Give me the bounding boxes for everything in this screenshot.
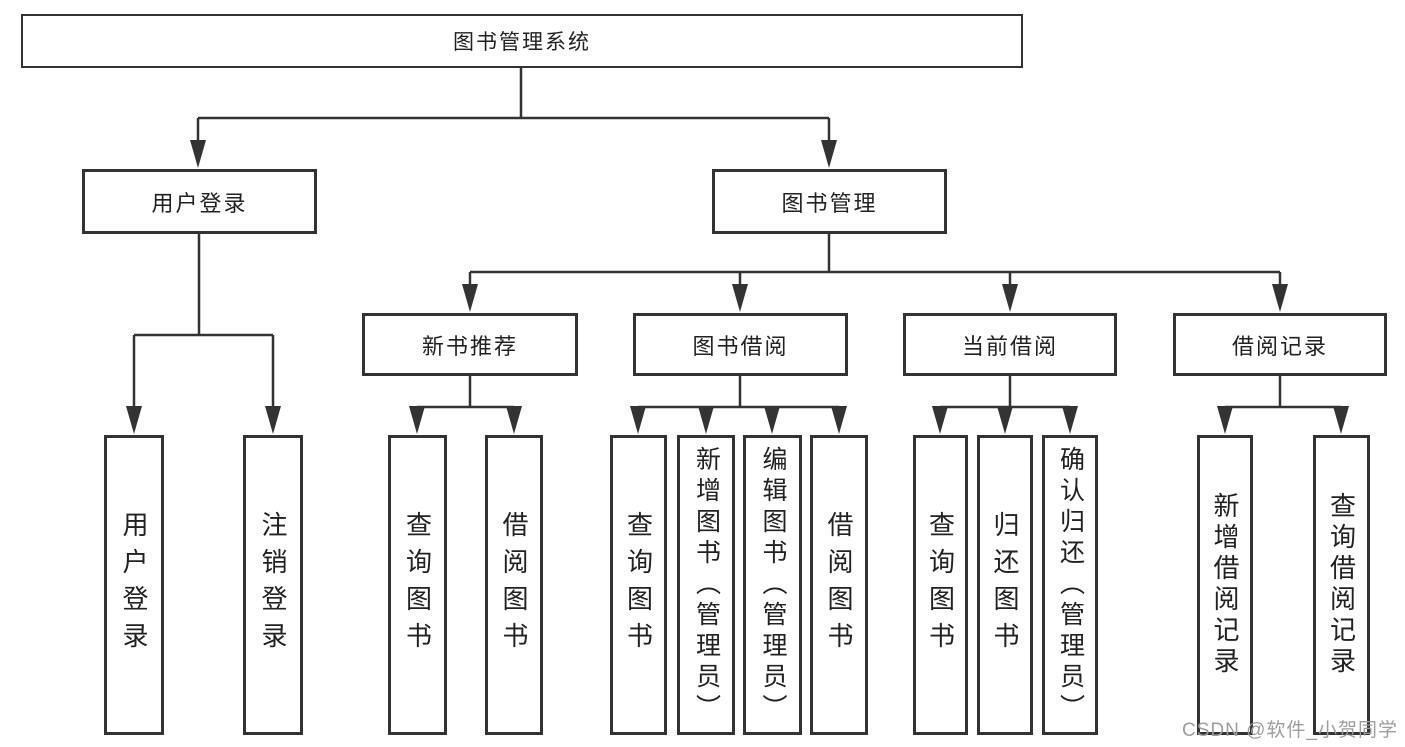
- node-book-management: 图书管理: [712, 169, 947, 234]
- node-user-login-label: 用户登录: [151, 190, 248, 216]
- leaf-confirm-return-admin: 确认归还（管理员）: [1042, 435, 1098, 735]
- node-book-borrow: 图书借阅: [633, 313, 848, 376]
- leaf-borrow-books-label: 借阅图书: [824, 511, 854, 659]
- leaf-confirm-return-admin-label: 确认归还（管理员）: [1056, 445, 1085, 725]
- leaf-return-books-label: 归还图书: [990, 511, 1020, 659]
- leaf-borrow-books: 借阅图书: [810, 435, 868, 735]
- node-user-login: 用户登录: [82, 169, 317, 234]
- node-new-book-recommend: 新书推荐: [362, 313, 578, 376]
- node-borrow-records-label: 借阅记录: [1231, 333, 1328, 359]
- node-current-borrow-label: 当前借阅: [961, 333, 1058, 359]
- leaf-query-books-borrow-label: 查询图书: [623, 511, 654, 659]
- leaf-query-books-recommend-label: 查询图书: [402, 511, 433, 659]
- leaf-logout-label: 注销登录: [258, 511, 288, 659]
- leaf-logout: 注销登录: [243, 435, 303, 735]
- leaf-add-borrow-record-label: 新增借阅记录: [1210, 492, 1240, 678]
- leaf-add-borrow-record: 新增借阅记录: [1197, 435, 1253, 735]
- leaf-borrow-books-recommend: 借阅图书: [485, 435, 543, 735]
- leaf-borrow-books-recommend-label: 借阅图书: [499, 511, 529, 659]
- leaf-query-books-current: 查询图书: [913, 435, 968, 735]
- leaf-query-books-recommend: 查询图书: [388, 435, 447, 735]
- leaf-user-login-label: 用户登录: [119, 511, 149, 659]
- leaf-return-books: 归还图书: [977, 435, 1033, 735]
- node-book-borrow-label: 图书借阅: [692, 333, 789, 359]
- leaf-query-borrow-record: 查询借阅记录: [1313, 435, 1370, 735]
- leaf-edit-books-admin: 编辑图书（管理员）: [743, 435, 802, 735]
- leaf-edit-books-admin-label: 编辑图书（管理员）: [759, 445, 787, 725]
- node-borrow-records: 借阅记录: [1173, 313, 1387, 376]
- leaf-add-books-admin-label: 新增图书（管理员）: [692, 445, 721, 725]
- leaf-query-books-borrow: 查询图书: [610, 435, 667, 735]
- node-root-label: 图书管理系统: [453, 31, 591, 54]
- node-book-management-label: 图书管理: [781, 190, 878, 216]
- watermark-text: CSDN @软件_小贺同学: [1182, 720, 1398, 741]
- node-root: 图书管理系统: [21, 14, 1023, 68]
- leaf-add-books-admin: 新增图书（管理员）: [677, 435, 735, 735]
- node-new-book-recommend-label: 新书推荐: [421, 333, 518, 359]
- node-current-borrow: 当前借阅: [903, 313, 1117, 376]
- leaf-user-login: 用户登录: [104, 435, 164, 735]
- leaf-query-books-current-label: 查询图书: [925, 511, 956, 659]
- leaf-query-borrow-record-label: 查询借阅记录: [1326, 492, 1357, 678]
